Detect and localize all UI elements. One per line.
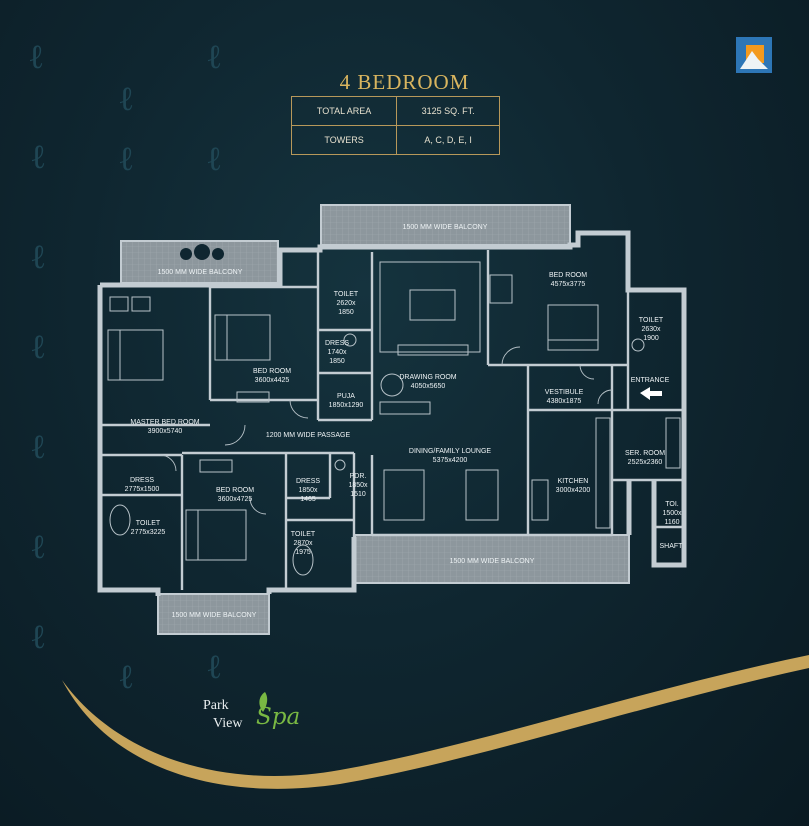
pdr-label: PDR. bbox=[350, 473, 367, 480]
shaft-label: SHAFT bbox=[660, 543, 684, 550]
table-row: TOTAL AREA 3125 SQ. FT. bbox=[290, 96, 500, 126]
inner-walls bbox=[100, 250, 684, 590]
dress-2-label: DRESS bbox=[130, 477, 154, 484]
toilet-1-size: 1850 bbox=[338, 309, 354, 316]
balconies bbox=[120, 204, 630, 635]
dress-1-size: 1740x bbox=[327, 349, 347, 356]
entrance-label: ENTRANCE bbox=[631, 377, 670, 384]
passage-label: 1200 MM WIDE PASSAGE bbox=[266, 432, 351, 439]
bed-room-2-size: 4575x3775 bbox=[551, 281, 586, 288]
puja-label: PUJA bbox=[337, 393, 355, 400]
ser-room-label: SER. ROOM bbox=[625, 450, 665, 457]
toilet-1-size: 2620x bbox=[336, 300, 356, 307]
drawing-room-label: DRAWING ROOM bbox=[399, 374, 456, 381]
toilet-2-size: 2630x bbox=[641, 326, 661, 333]
brand-view: View bbox=[213, 716, 243, 731]
toilet-4-size: 2870x bbox=[293, 540, 313, 547]
planter-icon bbox=[212, 248, 224, 260]
vestibule-size: 4380x1875 bbox=[547, 398, 582, 405]
table-row: TOWERS A, C, D, E, I bbox=[290, 125, 500, 155]
master-bed-room-size: 3900x5740 bbox=[148, 428, 183, 435]
toilet-3-size: 2775x3225 bbox=[131, 529, 166, 536]
toilet-3-label: TOILET bbox=[136, 520, 161, 527]
dining-label: DINING/FAMILY LOUNGE bbox=[409, 448, 492, 455]
info-label: TOTAL AREA bbox=[290, 96, 398, 126]
balcony-bottom-left bbox=[157, 593, 270, 635]
brand-logo-icon bbox=[736, 37, 772, 73]
bed-room-3-size: 3600x4725 bbox=[218, 496, 253, 503]
bed-room-1-label: BED ROOM bbox=[253, 368, 291, 375]
info-value: A, C, D, E, I bbox=[396, 125, 500, 155]
master-bed-room-label: MASTER BED ROOM bbox=[130, 419, 199, 426]
pdr-size: 1850x bbox=[348, 482, 368, 489]
balcony-top bbox=[320, 204, 571, 246]
toilet-4-label: TOILET bbox=[291, 531, 316, 538]
bed-room-2-label: BED ROOM bbox=[549, 272, 587, 279]
toi-size: 1160 bbox=[664, 519, 679, 526]
leaf-sprout-icon bbox=[259, 692, 268, 712]
ser-room-size: 2525x2360 bbox=[628, 459, 663, 466]
toilet-2-label: TOILET bbox=[639, 317, 664, 324]
bed-room-3-label: BED ROOM bbox=[216, 487, 254, 494]
toi-size: 1500x bbox=[662, 510, 682, 517]
page-title: 4 BEDROOM bbox=[339, 70, 470, 94]
dress-1-size: 1850 bbox=[329, 358, 345, 365]
dress-3-size: 1850x bbox=[298, 487, 318, 494]
bed-room-1-size: 3600x4425 bbox=[255, 377, 290, 384]
gold-swoosh-decoration bbox=[62, 655, 809, 789]
balcony-top-label: 1500 MM WIDE BALCONY bbox=[403, 224, 488, 231]
info-table: TOTAL AREA 3125 SQ. FT. TOWERS A, C, D, … bbox=[290, 96, 500, 155]
toilet-1-label: TOILET bbox=[334, 291, 359, 298]
drawing-room-size: 4050x5650 bbox=[411, 383, 446, 390]
dress-3-label: DRESS bbox=[296, 478, 320, 485]
puja-size: 1850x1290 bbox=[329, 402, 364, 409]
door-swings bbox=[159, 346, 613, 515]
balcony-bottom-label: 1500 MM WIDE BALCONY bbox=[450, 558, 535, 565]
balcony-left-label: 1500 MM WIDE BALCONY bbox=[158, 269, 243, 276]
info-value: 3125 SQ. FT. bbox=[396, 96, 500, 126]
toi-label: TOI. bbox=[665, 501, 679, 508]
vestibule-label: VESTIBULE bbox=[545, 389, 584, 396]
dress-3-size: 1465 bbox=[300, 496, 316, 503]
dress-1-label: DRESS bbox=[325, 340, 349, 347]
dress-2-size: 2775x1500 bbox=[125, 486, 160, 493]
brand-spa: Spa bbox=[256, 704, 301, 730]
brand-park: Park bbox=[203, 698, 229, 713]
balcony-bottom-left-label: 1500 MM WIDE BALCONY bbox=[172, 612, 257, 619]
info-label: TOWERS bbox=[290, 125, 398, 155]
planter-icon bbox=[194, 244, 210, 260]
balcony-bottom bbox=[354, 534, 630, 584]
entrance-arrow-icon bbox=[640, 387, 662, 400]
kitchen-size: 3000x4200 bbox=[556, 487, 591, 494]
pdr-size: 1510 bbox=[350, 491, 366, 498]
kitchen-label: KITCHEN bbox=[558, 478, 589, 485]
toilet-2-size: 1900 bbox=[643, 335, 659, 342]
dining-size: 5375x4200 bbox=[433, 457, 468, 464]
furniture bbox=[107, 261, 681, 576]
toilet-4-size: 1975 bbox=[295, 549, 311, 556]
planter-icon bbox=[180, 248, 192, 260]
